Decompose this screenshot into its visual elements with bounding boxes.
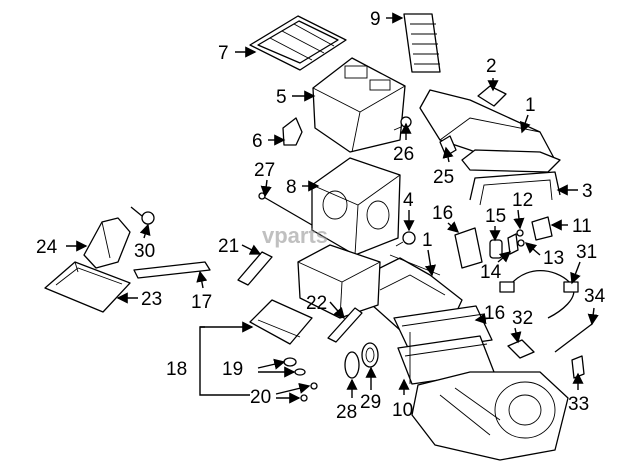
callout-31: 30 bbox=[134, 241, 155, 262]
part-8-evaporator bbox=[311, 157, 401, 256]
part-14-switch bbox=[507, 233, 519, 255]
part-blower-housing bbox=[411, 371, 569, 461]
part-4-sensor bbox=[395, 231, 416, 247]
callout-9: 9 bbox=[370, 9, 381, 30]
callout-20: 19 bbox=[222, 359, 243, 380]
callout-25: 24 bbox=[36, 237, 58, 258]
callout-33: 32 bbox=[512, 308, 533, 329]
callout-27: 26 bbox=[393, 144, 414, 165]
callout-10: 10 bbox=[392, 400, 413, 421]
callout-24: 23 bbox=[141, 289, 162, 310]
callout-1: 1 bbox=[525, 95, 536, 116]
leader-lines bbox=[66, 12, 599, 404]
callout-11: 11 bbox=[572, 216, 592, 237]
part-11-module bbox=[531, 216, 553, 241]
callout-26: 25 bbox=[433, 167, 454, 188]
callout-34: 33 bbox=[568, 394, 589, 415]
part-31-bolt bbox=[130, 206, 155, 225]
callout-6: 6 bbox=[252, 131, 263, 152]
part-35-rod bbox=[554, 323, 593, 353]
callout-29: 28 bbox=[336, 402, 357, 423]
watermark-text: vparts bbox=[262, 223, 328, 248]
callout-3: 3 bbox=[582, 181, 593, 202]
part-24-tray bbox=[44, 261, 131, 313]
part-15-sensor bbox=[489, 239, 503, 259]
part-3-bar bbox=[469, 171, 561, 206]
part-heater-housing bbox=[297, 244, 381, 319]
part-18-strip bbox=[133, 261, 211, 279]
part-16-motor bbox=[454, 227, 483, 269]
callout-28: 27 bbox=[254, 160, 275, 181]
callout-22: 21 bbox=[218, 236, 239, 257]
part-33-resistor bbox=[507, 339, 535, 359]
part-30-ring bbox=[361, 342, 379, 368]
part-21-screws bbox=[300, 382, 318, 402]
callout-18: 17 bbox=[191, 292, 212, 313]
part-19-cover bbox=[249, 299, 313, 345]
callout-23: 22 bbox=[306, 293, 327, 314]
callout-numbers: 7 9 2 1 5 6 26 25 3 8 27 4 16 15 12 11 1… bbox=[36, 9, 606, 423]
part-1-duct bbox=[419, 89, 561, 173]
callout-2: 2 bbox=[486, 56, 497, 77]
part-9-grille bbox=[403, 13, 441, 73]
part-22-seal bbox=[237, 251, 273, 286]
callout-35: 34 bbox=[584, 286, 606, 307]
callout-1-second: 1 bbox=[422, 230, 433, 251]
callout-4: 4 bbox=[403, 190, 414, 211]
callout-17: 16 bbox=[484, 303, 505, 324]
part-34-clip bbox=[571, 355, 585, 379]
callout-15: 15 bbox=[485, 206, 506, 227]
callout-14: 14 bbox=[480, 262, 502, 283]
part-7-cabin-filter bbox=[249, 15, 347, 71]
callout-5: 5 bbox=[276, 87, 287, 108]
part-5-upper-housing bbox=[312, 57, 406, 153]
callout-13: 13 bbox=[543, 248, 564, 269]
callout-30: 29 bbox=[360, 392, 381, 413]
part-23-seal bbox=[327, 307, 363, 343]
part-12-clip bbox=[516, 229, 525, 247]
callout-21: 20 bbox=[250, 387, 271, 408]
part-25-bracket bbox=[83, 217, 131, 269]
callout-19: 18 bbox=[166, 359, 187, 380]
callout-7: 7 bbox=[218, 43, 229, 64]
callout-16: 16 bbox=[432, 203, 453, 224]
callout-8: 8 bbox=[286, 177, 297, 198]
part-6-bracket bbox=[282, 117, 303, 146]
part-29-gasket bbox=[344, 351, 360, 379]
part-2-clip bbox=[477, 85, 507, 107]
callout-32: 31 bbox=[576, 242, 597, 263]
callout-12: 12 bbox=[512, 190, 533, 211]
